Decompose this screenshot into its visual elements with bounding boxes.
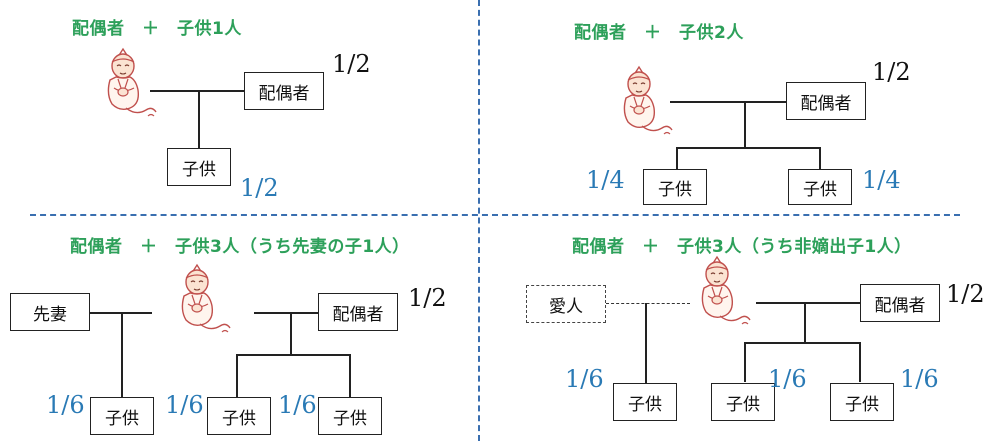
vertical-divider [478,0,480,441]
child-drop-line [744,342,746,382]
child-drop-line [859,342,861,382]
child-link-line [198,90,200,148]
marriage-line [670,101,786,103]
spouse-box: 配偶者 [244,72,324,110]
child-box: 子供 [207,397,271,435]
panel-title: 配偶者 ＋ 子供1人 [72,19,242,39]
child-share: 1/6 [165,391,204,419]
spouse-share: 1/2 [872,58,911,86]
child-link-line [804,302,806,342]
child-share: 1/6 [278,391,317,419]
child-box: 子供 [830,383,894,421]
deceased-ghost-icon [612,64,676,140]
marriage-line [756,302,860,304]
panel-title: 配偶者 ＋ 子供3人（うち先妻の子1人） [70,237,410,257]
child-box: 子供 [167,148,231,186]
partner-relation-dashed-line [606,303,690,304]
child-drop-line [819,147,821,169]
child-share: 1/6 [46,391,85,419]
child-box: 子供 [643,169,707,205]
siblings-line [236,354,350,356]
child-link-line [744,101,746,147]
child-share: 1/4 [586,166,625,194]
spouse-share: 1/2 [946,280,985,308]
spouse-share: 1/2 [408,284,447,312]
child-box: 子供 [90,397,154,435]
spouse-box: 配偶者 [860,284,940,322]
child-link-line [290,312,292,354]
spouse-box: 配偶者 [786,82,866,120]
panel-title: 配偶者 ＋ 子供2人 [574,23,744,43]
child-share: 1/6 [768,365,807,393]
child-link-line [121,312,123,398]
child-share: 1/4 [862,166,901,194]
siblings-line [744,342,860,344]
partner-box: 愛人 [526,285,606,323]
child-drop-line [349,354,351,397]
deceased-ghost-icon [96,46,160,122]
former-spouse-box: 先妻 [10,293,90,331]
child-drop-line [236,354,238,397]
child-share: 1/6 [565,365,604,393]
child-share: 1/6 [900,365,939,393]
deceased-ghost-icon [690,254,754,330]
child-box: 子供 [613,383,677,421]
child-box: 子供 [711,383,775,421]
horizontal-divider [30,214,960,216]
marriage-line [254,312,318,314]
siblings-line [676,147,820,149]
child-link-line [645,303,647,383]
spouse-box: 配偶者 [318,293,398,331]
deceased-ghost-icon [170,262,234,338]
panel-title: 配偶者 ＋ 子供3人（うち非嫡出子1人） [572,237,912,257]
child-box: 子供 [318,397,382,435]
spouse-share: 1/2 [332,50,371,78]
child-box: 子供 [788,169,852,205]
marriage-line [150,90,244,92]
child-share: 1/2 [240,174,279,202]
child-drop-line [676,147,678,169]
